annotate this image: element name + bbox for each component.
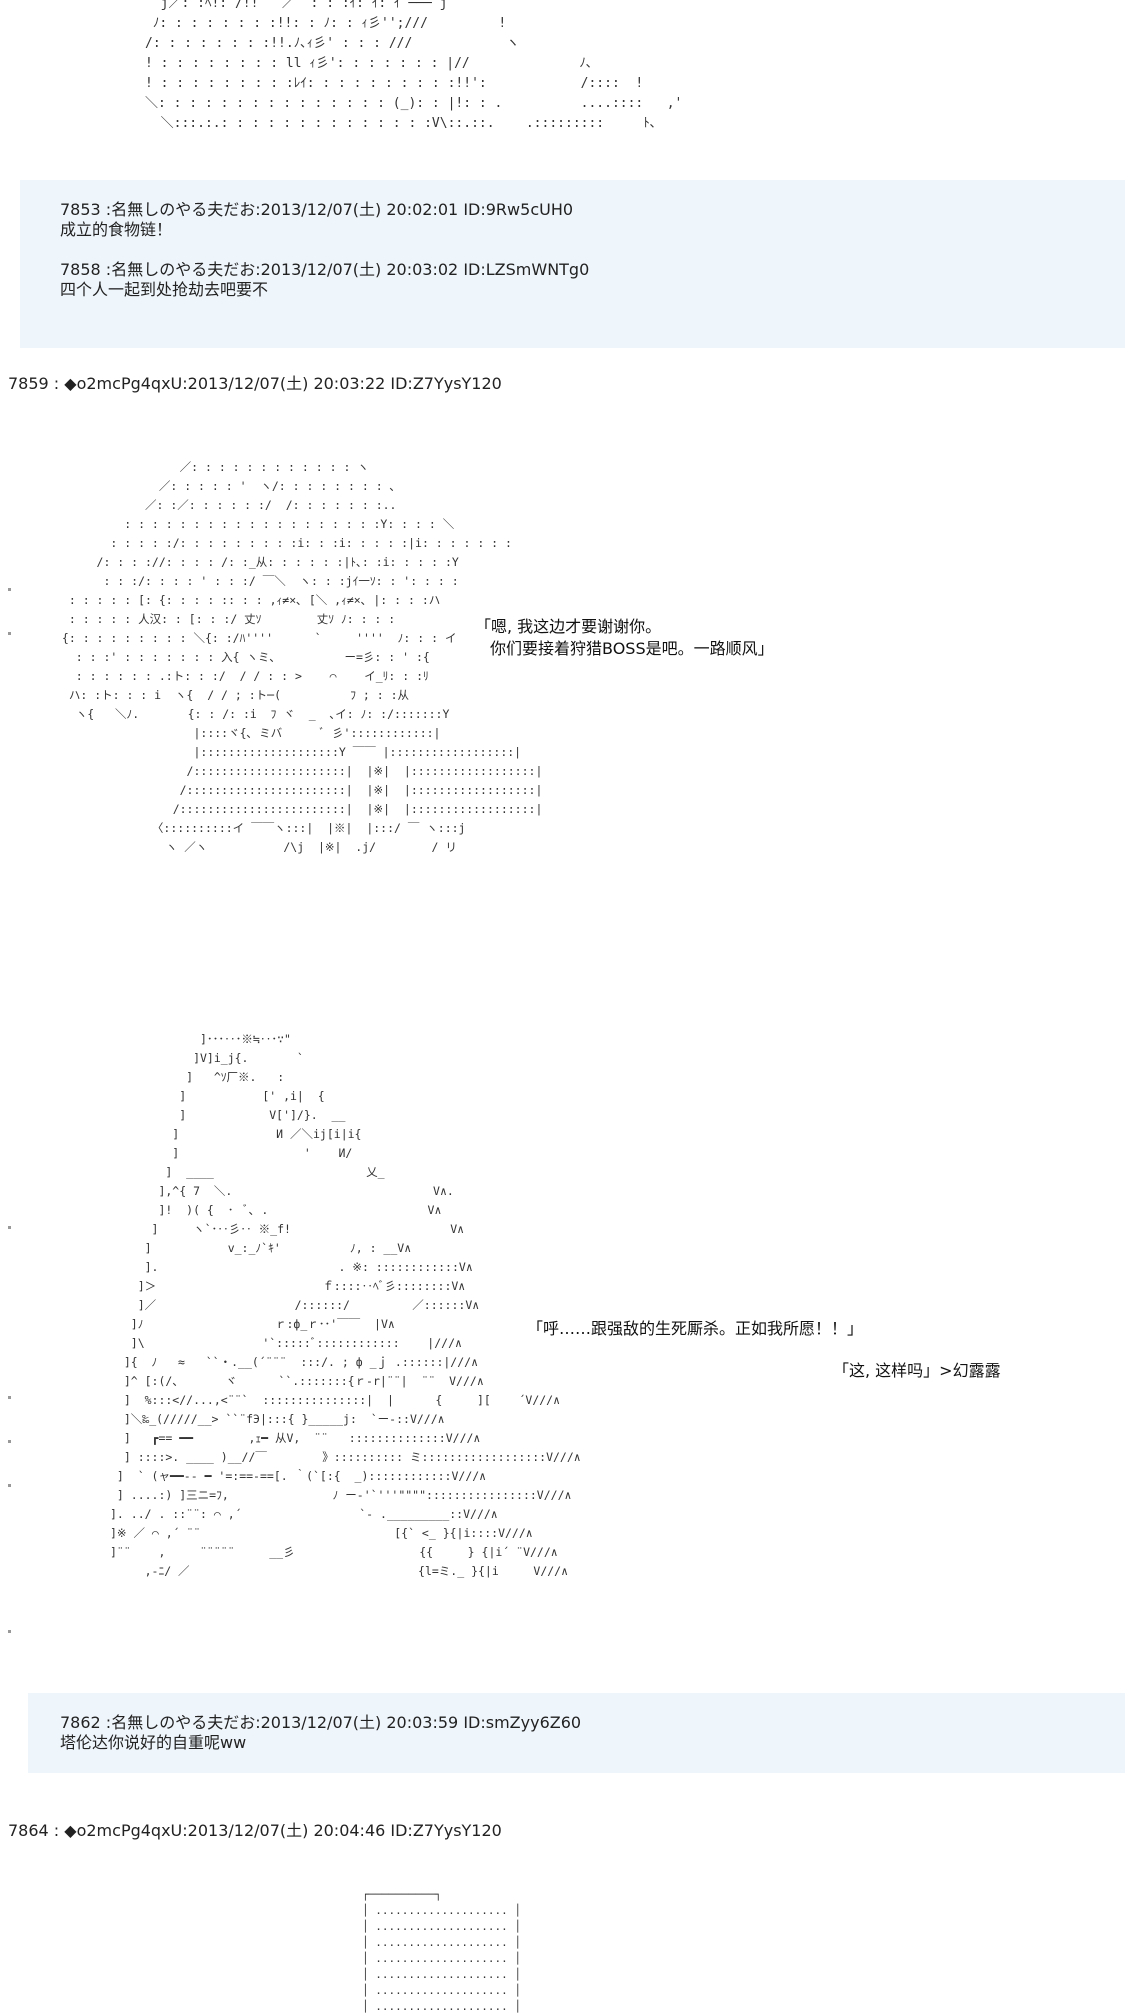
dialogue-line-2: 你们要接着狩猎BOSS是吧。一路顺风」 [490,639,774,658]
ascii-art-top: j／: :ﾍ!: /!! ／ : : :ｲ: ｲ: ｲ ─── j ﾉ: : :… [145,0,683,131]
margin-dot [8,632,11,635]
reply-block-2: 7862 :名無しのやる夫だお:2013/12/07(土) 20:03:59 I… [28,1693,1125,1773]
margin-dot [8,1484,11,1487]
reply-message: 四个人一起到处抢劫去吧要不 [60,280,269,299]
dialogue-line-1: 「嗯, 我这边才要谢谢你。 [475,617,662,636]
margin-dot [8,1396,11,1399]
ascii-art-character-scene: ]･･･‥･※≒‥･∵" ]V]i_j{. ` ] ^ｿ厂※. : ] [' ,… [110,1032,581,1578]
reply-entry: 7858 :名無しのやる夫だお:2013/12/07(土) 20:03:02 I… [60,260,1125,300]
reply-header: 7862 :名無しのやる夫だお:2013/12/07(土) 20:03:59 I… [60,1713,582,1732]
reply-entry: 7853 :名無しのやる夫だお:2013/12/07(土) 20:02:01 I… [60,200,1125,240]
post-header-7864: 7864 : ◆o2mcPg4qxU:2013/12/07(土) 20:04:4… [8,1821,502,1840]
reply-block-1: 7853 :名無しのやる夫だお:2013/12/07(土) 20:02:01 I… [20,180,1125,348]
reply-entry: 7862 :名無しのやる夫だお:2013/12/07(土) 20:03:59 I… [60,1713,1125,1753]
reply-header: 7858 :名無しのやる夫だお:2013/12/07(土) 20:03:02 I… [60,260,590,279]
reply-header: 7853 :名無しのやる夫だお:2013/12/07(土) 20:02:01 I… [60,200,574,219]
dialogue-line-4: 「这, 这样吗」>幻露露 [833,1361,1001,1380]
margin-dot [8,1630,11,1633]
margin-dot [8,588,11,591]
reply-message: 塔伦达你说好的自重呢ww [60,1733,247,1752]
ascii-art-box: ┌──────────┐ │ .................... │ │ … [362,1888,521,2013]
post-header-7859: 7859 : ◆o2mcPg4qxU:2013/12/07(土) 20:03:2… [8,374,502,393]
reply-message: 成立的食物链！ [60,220,173,239]
margin-dot [8,1440,11,1443]
dialogue-line-3: 「呼……跟强敌的生死厮杀。正如我所愿！！」 [527,1319,864,1338]
margin-dot [8,1226,11,1229]
ascii-art-character-portrait: ／: : : : : : : : : : : : ヽ ／: : : : : ' … [61,460,543,854]
